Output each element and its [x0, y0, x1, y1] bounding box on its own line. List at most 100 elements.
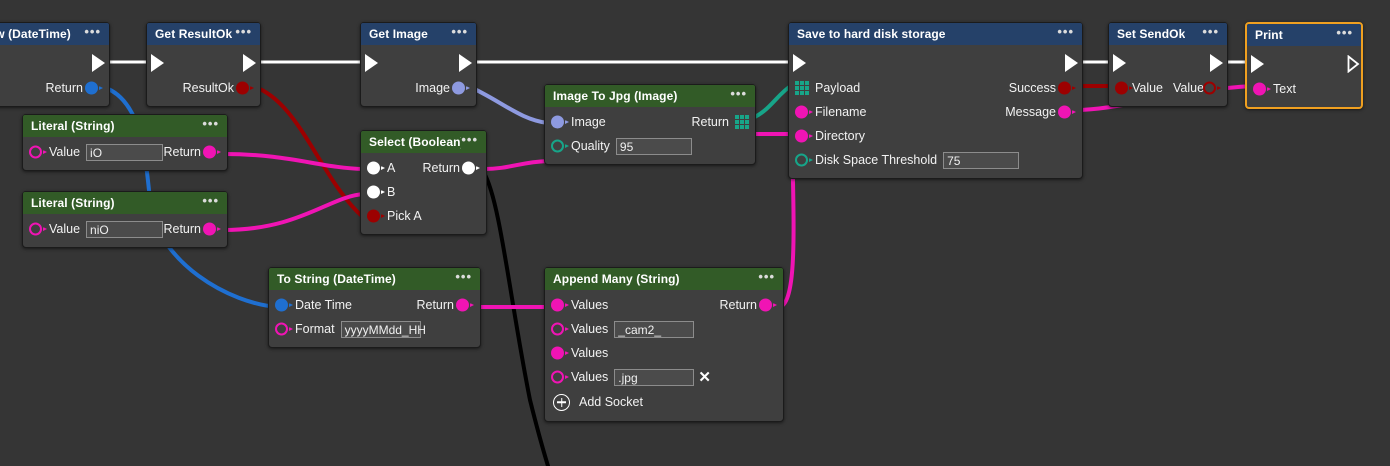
- port-magenta-dot[interactable]: [456, 298, 474, 312]
- field-values[interactable]: .jpg: [614, 368, 695, 386]
- field-value[interactable]: niO: [86, 220, 164, 238]
- node-menu-icon[interactable]: •••: [1057, 24, 1074, 39]
- port-white-dot[interactable]: [462, 161, 480, 175]
- port-teal-grid[interactable]: [735, 115, 749, 129]
- exec-out-hollow-arrow-icon[interactable]: [1347, 55, 1360, 73]
- port-magenta-dot[interactable]: [551, 346, 569, 360]
- node-header[interactable]: Literal (String)•••: [23, 192, 227, 214]
- port-blue-dot[interactable]: [85, 81, 103, 95]
- literal2-return-to-selectB[interactable]: [222, 192, 366, 232]
- node-header[interactable]: Print•••: [1247, 24, 1361, 46]
- select-return-to-append-values1[interactable]: [482, 159, 550, 171]
- port-darkred-dot[interactable]: [236, 81, 254, 95]
- exec-out-filled-arrow-icon[interactable]: [243, 54, 256, 72]
- port-white-dot[interactable]: [367, 185, 385, 199]
- node-header[interactable]: Set SendOk•••: [1109, 23, 1227, 45]
- field-value[interactable]: iO: [86, 143, 164, 161]
- port-periwinkle-dot[interactable]: [452, 81, 470, 95]
- node-now-datetime[interactable]: Now (DateTime)•••Return: [0, 22, 110, 107]
- port-magenta-dot[interactable]: [203, 222, 221, 236]
- port-magenta-ring[interactable]: [275, 322, 293, 336]
- node-menu-icon[interactable]: •••: [202, 193, 219, 208]
- exec-in-filled-arrow-icon[interactable]: [365, 54, 378, 72]
- exec-in-filled-arrow-icon[interactable]: [1113, 54, 1126, 72]
- port-teal-grid[interactable]: [795, 81, 809, 95]
- node-menu-icon[interactable]: •••: [461, 132, 478, 147]
- port-magenta-ring[interactable]: [29, 145, 47, 159]
- getimage-image-to-jpg-image[interactable]: [466, 84, 550, 125]
- exec-out-filled-arrow-icon[interactable]: [1210, 54, 1223, 72]
- exec-in-filled-arrow-icon[interactable]: [793, 54, 806, 72]
- port-nub: [1072, 86, 1076, 90]
- output-label-return: Return: [719, 298, 757, 312]
- port-nub: [43, 150, 47, 154]
- input-label-values: Values: [571, 322, 609, 336]
- node-header[interactable]: Save to hard disk storage•••: [789, 23, 1082, 45]
- node-menu-icon[interactable]: •••: [235, 24, 252, 39]
- node-header[interactable]: Literal (String)•••: [23, 115, 227, 137]
- exec-in-filled-arrow-icon[interactable]: [151, 54, 164, 72]
- exec-out-filled-arrow-icon[interactable]: [92, 54, 105, 72]
- port-periwinkle-dot[interactable]: [551, 115, 569, 129]
- literal1-return-to-selectA[interactable]: [222, 152, 366, 171]
- port-darkred-dot[interactable]: [1115, 81, 1133, 95]
- node-menu-icon[interactable]: •••: [455, 269, 472, 284]
- node-header[interactable]: Get Image•••: [361, 23, 476, 45]
- port-darkred-dot[interactable]: [1058, 81, 1076, 95]
- port-nub: [565, 303, 569, 307]
- node-header[interactable]: Image To Jpg (Image)•••: [545, 85, 755, 107]
- port-darkred-dot[interactable]: [367, 209, 385, 223]
- add-socket-button[interactable]: Add Socket: [545, 389, 783, 415]
- field-format[interactable]: yyyyMMdd_HH: [340, 320, 426, 338]
- node-menu-icon[interactable]: •••: [451, 24, 468, 39]
- field-values[interactable]: _cam2_: [614, 320, 695, 338]
- field-quality[interactable]: 95: [615, 137, 692, 155]
- node-menu-icon[interactable]: •••: [202, 116, 219, 131]
- exec-out-filled-arrow-icon[interactable]: [459, 54, 472, 72]
- node-menu-icon[interactable]: •••: [730, 86, 747, 101]
- node-header[interactable]: Select (Boolean)•••: [361, 131, 486, 153]
- exec-in-filled-arrow-icon[interactable]: [1251, 55, 1264, 73]
- node-get-image[interactable]: Get Image•••Image: [360, 22, 477, 107]
- node-header[interactable]: Get ResultOk•••: [147, 23, 260, 45]
- port-darkred-ring[interactable]: [1203, 81, 1221, 95]
- exec-out-filled-arrow-icon[interactable]: [1065, 54, 1078, 72]
- remove-socket-icon[interactable]: ✕: [698, 368, 711, 386]
- node-header[interactable]: Append Many (String)•••: [545, 268, 783, 290]
- port-magenta-dot[interactable]: [1058, 105, 1076, 119]
- select-return-to-append-values3[interactable]: [482, 171, 550, 466]
- node-menu-icon[interactable]: •••: [1202, 24, 1219, 39]
- node-menu-icon[interactable]: •••: [1336, 25, 1353, 40]
- port-magenta-dot[interactable]: [795, 105, 813, 119]
- port-magenta-dot[interactable]: [551, 298, 569, 312]
- node-menu-icon[interactable]: •••: [758, 269, 775, 284]
- port-magenta-dot[interactable]: [203, 145, 221, 159]
- port-nub: [809, 134, 813, 138]
- port-magenta-ring[interactable]: [551, 370, 569, 384]
- port-teal-ring[interactable]: [795, 153, 813, 167]
- port-blue-dot[interactable]: [275, 298, 293, 312]
- node-get-resultok[interactable]: Get ResultOk•••ResultOk: [146, 22, 261, 107]
- port-teal-ring[interactable]: [551, 139, 569, 153]
- node-header[interactable]: To String (DateTime)•••: [269, 268, 480, 290]
- node-menu-icon[interactable]: •••: [84, 24, 101, 39]
- getresultok-to-pickA[interactable]: [250, 84, 366, 220]
- port-magenta-dot[interactable]: [759, 298, 777, 312]
- port-white-dot[interactable]: [367, 161, 385, 175]
- port-magenta-ring[interactable]: [551, 322, 569, 336]
- port-magenta-dot[interactable]: [795, 129, 813, 143]
- node-header[interactable]: Now (DateTime)•••: [0, 23, 109, 45]
- port-magenta-ring[interactable]: [29, 222, 47, 236]
- node-print[interactable]: Print•••Text: [1245, 22, 1363, 109]
- port-magenta-dot[interactable]: [1253, 82, 1271, 96]
- field-disk-space-threshold[interactable]: 75: [943, 151, 1020, 169]
